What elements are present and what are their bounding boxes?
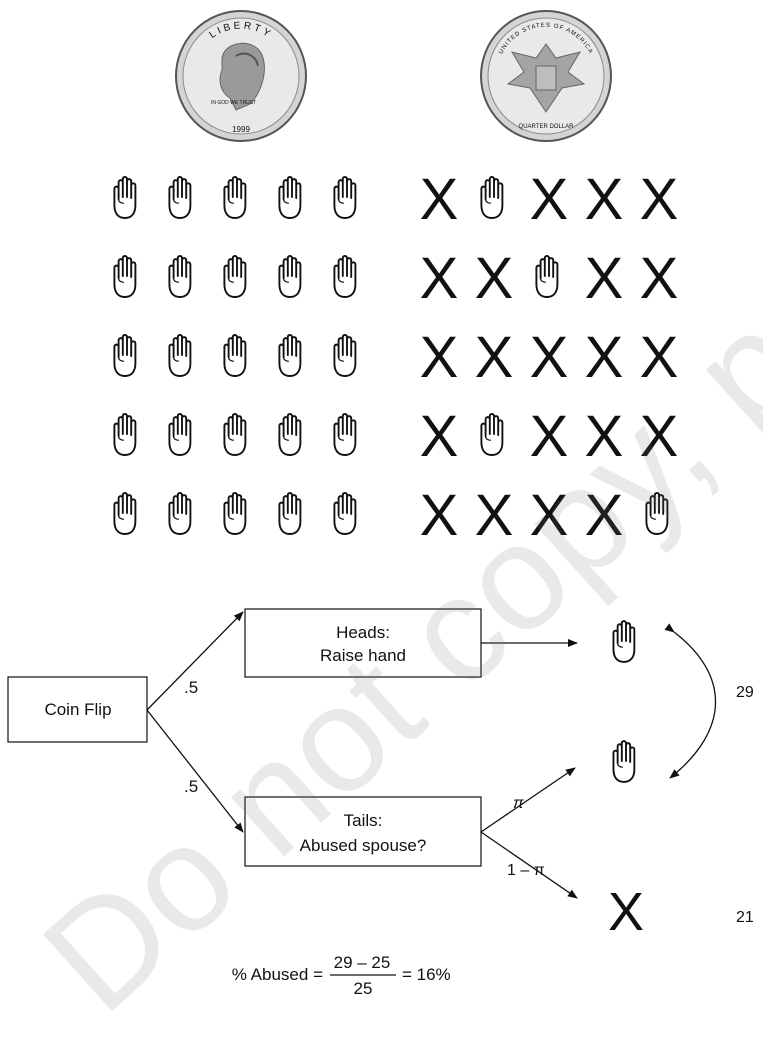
x-mark: X — [475, 325, 514, 390]
raised-hand-icon — [333, 412, 357, 456]
x-mark: X — [530, 325, 569, 390]
heads-grid — [113, 175, 357, 535]
raised-hand-icon — [278, 491, 302, 535]
raised-hand-icon — [168, 333, 192, 377]
raised-hand-icon — [168, 254, 192, 298]
raised-hand-icon — [113, 491, 137, 535]
x-mark: X — [420, 325, 459, 390]
raised-hand-icon — [168, 491, 192, 535]
x-mark: X — [585, 167, 624, 232]
count-hands-label: 29 — [736, 684, 754, 701]
heads-label-line1: Heads: — [336, 623, 390, 642]
coin-heads-year: 1999 — [232, 125, 250, 134]
arrow-to-tails — [146, 709, 244, 833]
raised-hand-icon — [333, 175, 357, 219]
coin-tails: UNITED STATES OF AMERICA QUARTER DOLLAR — [480, 10, 612, 142]
raised-hand-icon — [333, 254, 357, 298]
x-mark: X — [530, 404, 569, 469]
raised-hand-icon — [480, 175, 504, 219]
count-x-label: 21 — [736, 909, 754, 926]
x-mark: X — [475, 483, 514, 548]
heads-label-line2: Raise hand — [320, 646, 406, 665]
arrow-one-minus-pi — [480, 831, 578, 899]
x-mark: X — [640, 246, 679, 311]
raised-hand-icon — [223, 412, 247, 456]
x-mark: X — [530, 483, 569, 548]
formula-numerator: 29 – 25 — [334, 953, 391, 972]
raised-hand-icon — [278, 175, 302, 219]
raised-hand-icon — [333, 491, 357, 535]
x-mark: X — [420, 483, 459, 548]
raised-hand-icon — [278, 333, 302, 377]
diagram-canvas: LIBERTY IN GOD WE TRUST 1999 UNITED STAT… — [7, 10, 754, 998]
coin-heads: LIBERTY IN GOD WE TRUST 1999 — [175, 10, 307, 142]
tails-box — [244, 796, 482, 867]
x-mark: X — [585, 404, 624, 469]
raised-hand-icon — [168, 175, 192, 219]
flow-diagram: Coin Flip Heads: Raise hand Tails: Abuse… — [7, 608, 754, 942]
x-mark: X — [585, 483, 624, 548]
formula: % Abused = 29 – 25 25 = 16% — [232, 953, 451, 998]
arrow-pi — [480, 767, 576, 833]
raised-hand-icon — [168, 412, 192, 456]
x-mark: X — [608, 882, 644, 942]
raised-hand-icon — [223, 491, 247, 535]
x-mark: X — [640, 404, 679, 469]
raised-hand-icon — [113, 175, 137, 219]
one-minus-pi-label: 1 – π — [507, 862, 545, 879]
x-mark: X — [585, 325, 624, 390]
prob-heads-label: .5 — [184, 678, 198, 697]
raised-hand-icon — [480, 412, 504, 456]
raised-hand-icon — [223, 333, 247, 377]
x-mark: X — [640, 325, 679, 390]
formula-denominator: 25 — [354, 979, 373, 998]
x-mark: X — [585, 246, 624, 311]
raised-hand-icon — [278, 412, 302, 456]
x-mark: X — [420, 246, 459, 311]
raised-hand-icon — [113, 412, 137, 456]
coin-flip-label: Coin Flip — [44, 700, 111, 719]
coin-heads-motto: IN GOD WE TRUST — [211, 100, 256, 106]
heads-box — [244, 608, 482, 678]
pi-label: π — [513, 795, 524, 812]
formula-lhs: % Abused = — [232, 965, 323, 984]
x-mark: X — [475, 246, 514, 311]
raised-hand-icon — [612, 620, 636, 663]
prob-tails-label: .5 — [184, 777, 198, 796]
raised-hand-icon — [223, 175, 247, 219]
x-mark: X — [530, 167, 569, 232]
tails-label-line2: Abused spouse? — [300, 836, 427, 855]
tails-label-line1: Tails: — [344, 811, 383, 830]
x-mark: X — [420, 404, 459, 469]
arrow-to-heads — [146, 611, 244, 711]
raised-hand-icon — [645, 491, 669, 535]
raised-hand-icon — [278, 254, 302, 298]
raised-hand-icon — [333, 333, 357, 377]
raised-hand-icon — [535, 254, 559, 298]
raised-hand-icon — [612, 740, 636, 783]
formula-rhs: = 16% — [402, 965, 451, 984]
raised-hand-icon — [223, 254, 247, 298]
x-mark: X — [640, 167, 679, 232]
raised-hand-icon — [113, 333, 137, 377]
raised-hand-icon — [113, 254, 137, 298]
curved-double-arrow — [664, 623, 717, 779]
coin-tails-bottom-text: QUARTER DOLLAR — [519, 124, 575, 130]
x-mark: X — [420, 167, 459, 232]
